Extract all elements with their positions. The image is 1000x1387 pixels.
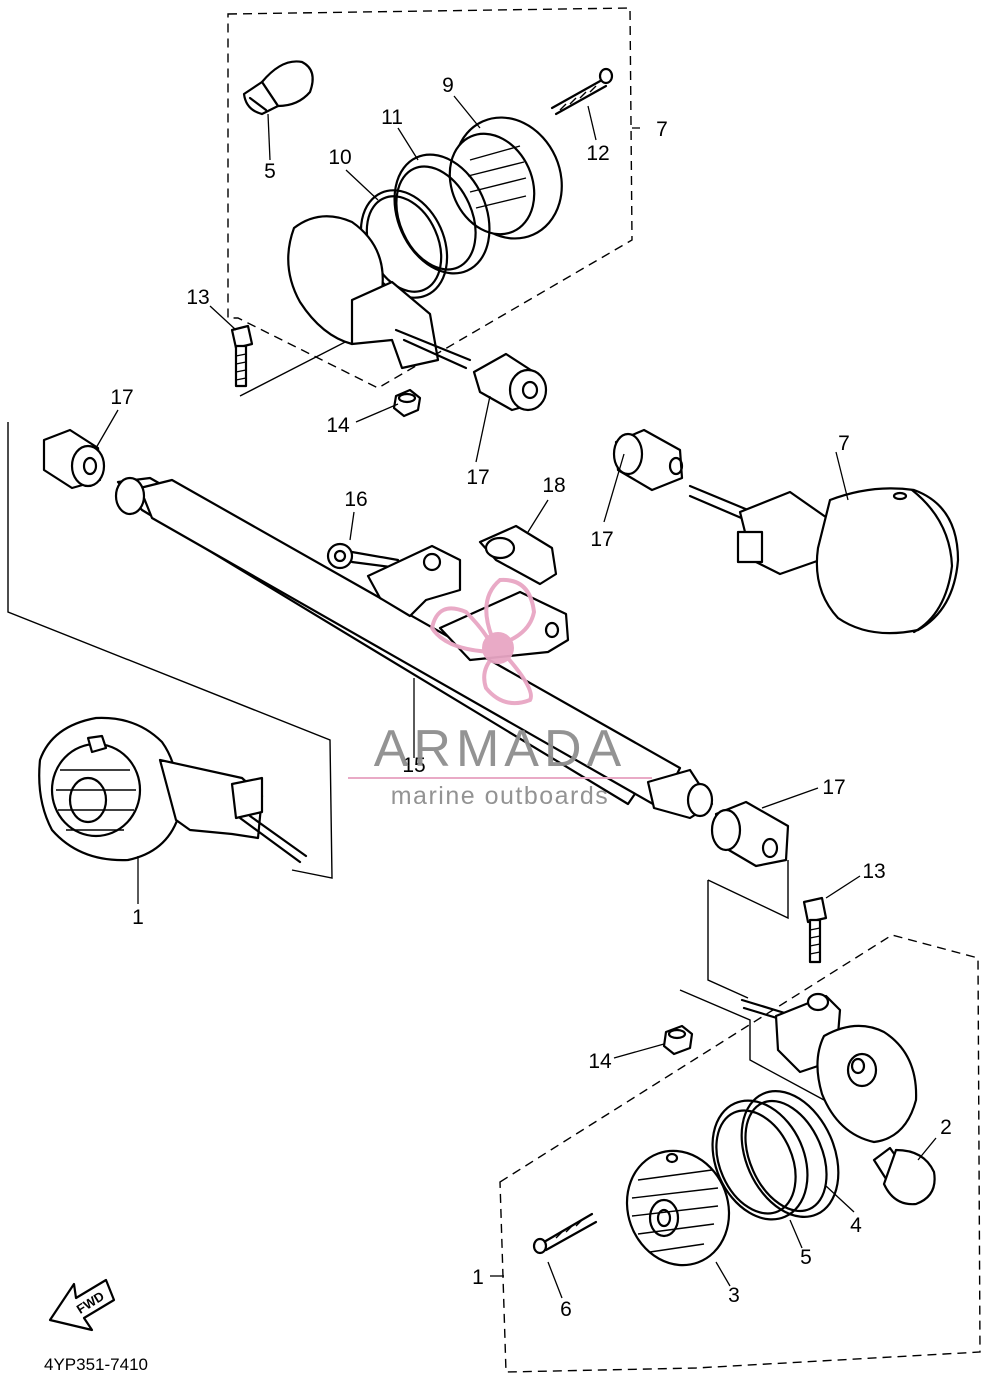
callout-15: 15 [402,754,425,777]
callout-3: 3 [728,1284,740,1307]
callout-8: 5 [264,160,276,183]
callout-13-upper: 13 [186,286,209,309]
bolt-part-13-lower [802,896,828,964]
callout-5: 5 [800,1246,812,1269]
lamp-housing-upper [287,215,472,370]
lamp-assembly-part-1-left [38,716,308,864]
callout-17-right-lower: 17 [822,776,845,799]
bolt-part-13-upper [230,324,254,388]
callout-17-center: 17 [466,466,489,489]
lens-cap-part-9 [448,116,563,240]
assembly-boundary-lower [499,934,981,1373]
part-code: 4YP351-7410 [44,1355,148,1374]
propeller-logo [429,577,537,705]
callout-13-lower: 13 [862,860,885,883]
callout-16: 16 [344,488,367,511]
nut-part-14-lower [662,1024,694,1056]
callout-leaders [95,95,937,1299]
callout-14-upper: 14 [326,414,350,437]
callout-1-left: 1 [132,906,144,929]
damper-part-17-upper [472,352,548,412]
callout-1-lower: 1 [472,1266,484,1289]
callout-18: 18 [542,474,565,497]
screw-part-12 [550,67,614,116]
callout-11: 11 [381,106,403,129]
bulb-part-8 [242,60,314,116]
callout-12: 12 [586,142,609,165]
bulb-part-2 [872,1146,936,1206]
bolt-part-16 [326,542,462,618]
damper-part-17-left [42,428,106,490]
callout-7-upper: 7 [656,118,668,141]
damper-part-17-right-lower [710,800,790,868]
guide-lines [7,317,825,1101]
bracket-part-18 [438,524,570,662]
lens-part-3 [625,1149,731,1267]
forward-direction-arrow: FWD [48,1278,116,1332]
callout-2: 2 [940,1116,952,1139]
callout-10: 10 [328,146,351,169]
callout-4: 4 [850,1214,862,1237]
watermark-brand: ARMADA [374,720,626,778]
lamp-assembly-part-7 [688,484,960,635]
callout-17-left: 17 [110,386,133,409]
callout-6: 6 [560,1298,572,1321]
callout-7-right: 7 [838,432,850,455]
stay-bar-part-15 [114,476,714,820]
damper-part-17-right-upper [612,428,684,492]
watermark-tagline: marine outboards [391,782,610,810]
lamp-housing-lower [740,992,918,1144]
armada-watermark: ARMADA marine outboards [348,577,652,810]
nut-part-14-upper [392,388,422,418]
callout-17-right-upper: 17 [590,528,613,551]
callout-14-lower: 14 [588,1050,612,1073]
callout-9: 9 [442,74,454,97]
screw-part-6 [532,1212,598,1255]
callout-labels: 5 9 11 10 12 7 13 14 17 17 17 7 16 18 15… [110,74,952,1321]
